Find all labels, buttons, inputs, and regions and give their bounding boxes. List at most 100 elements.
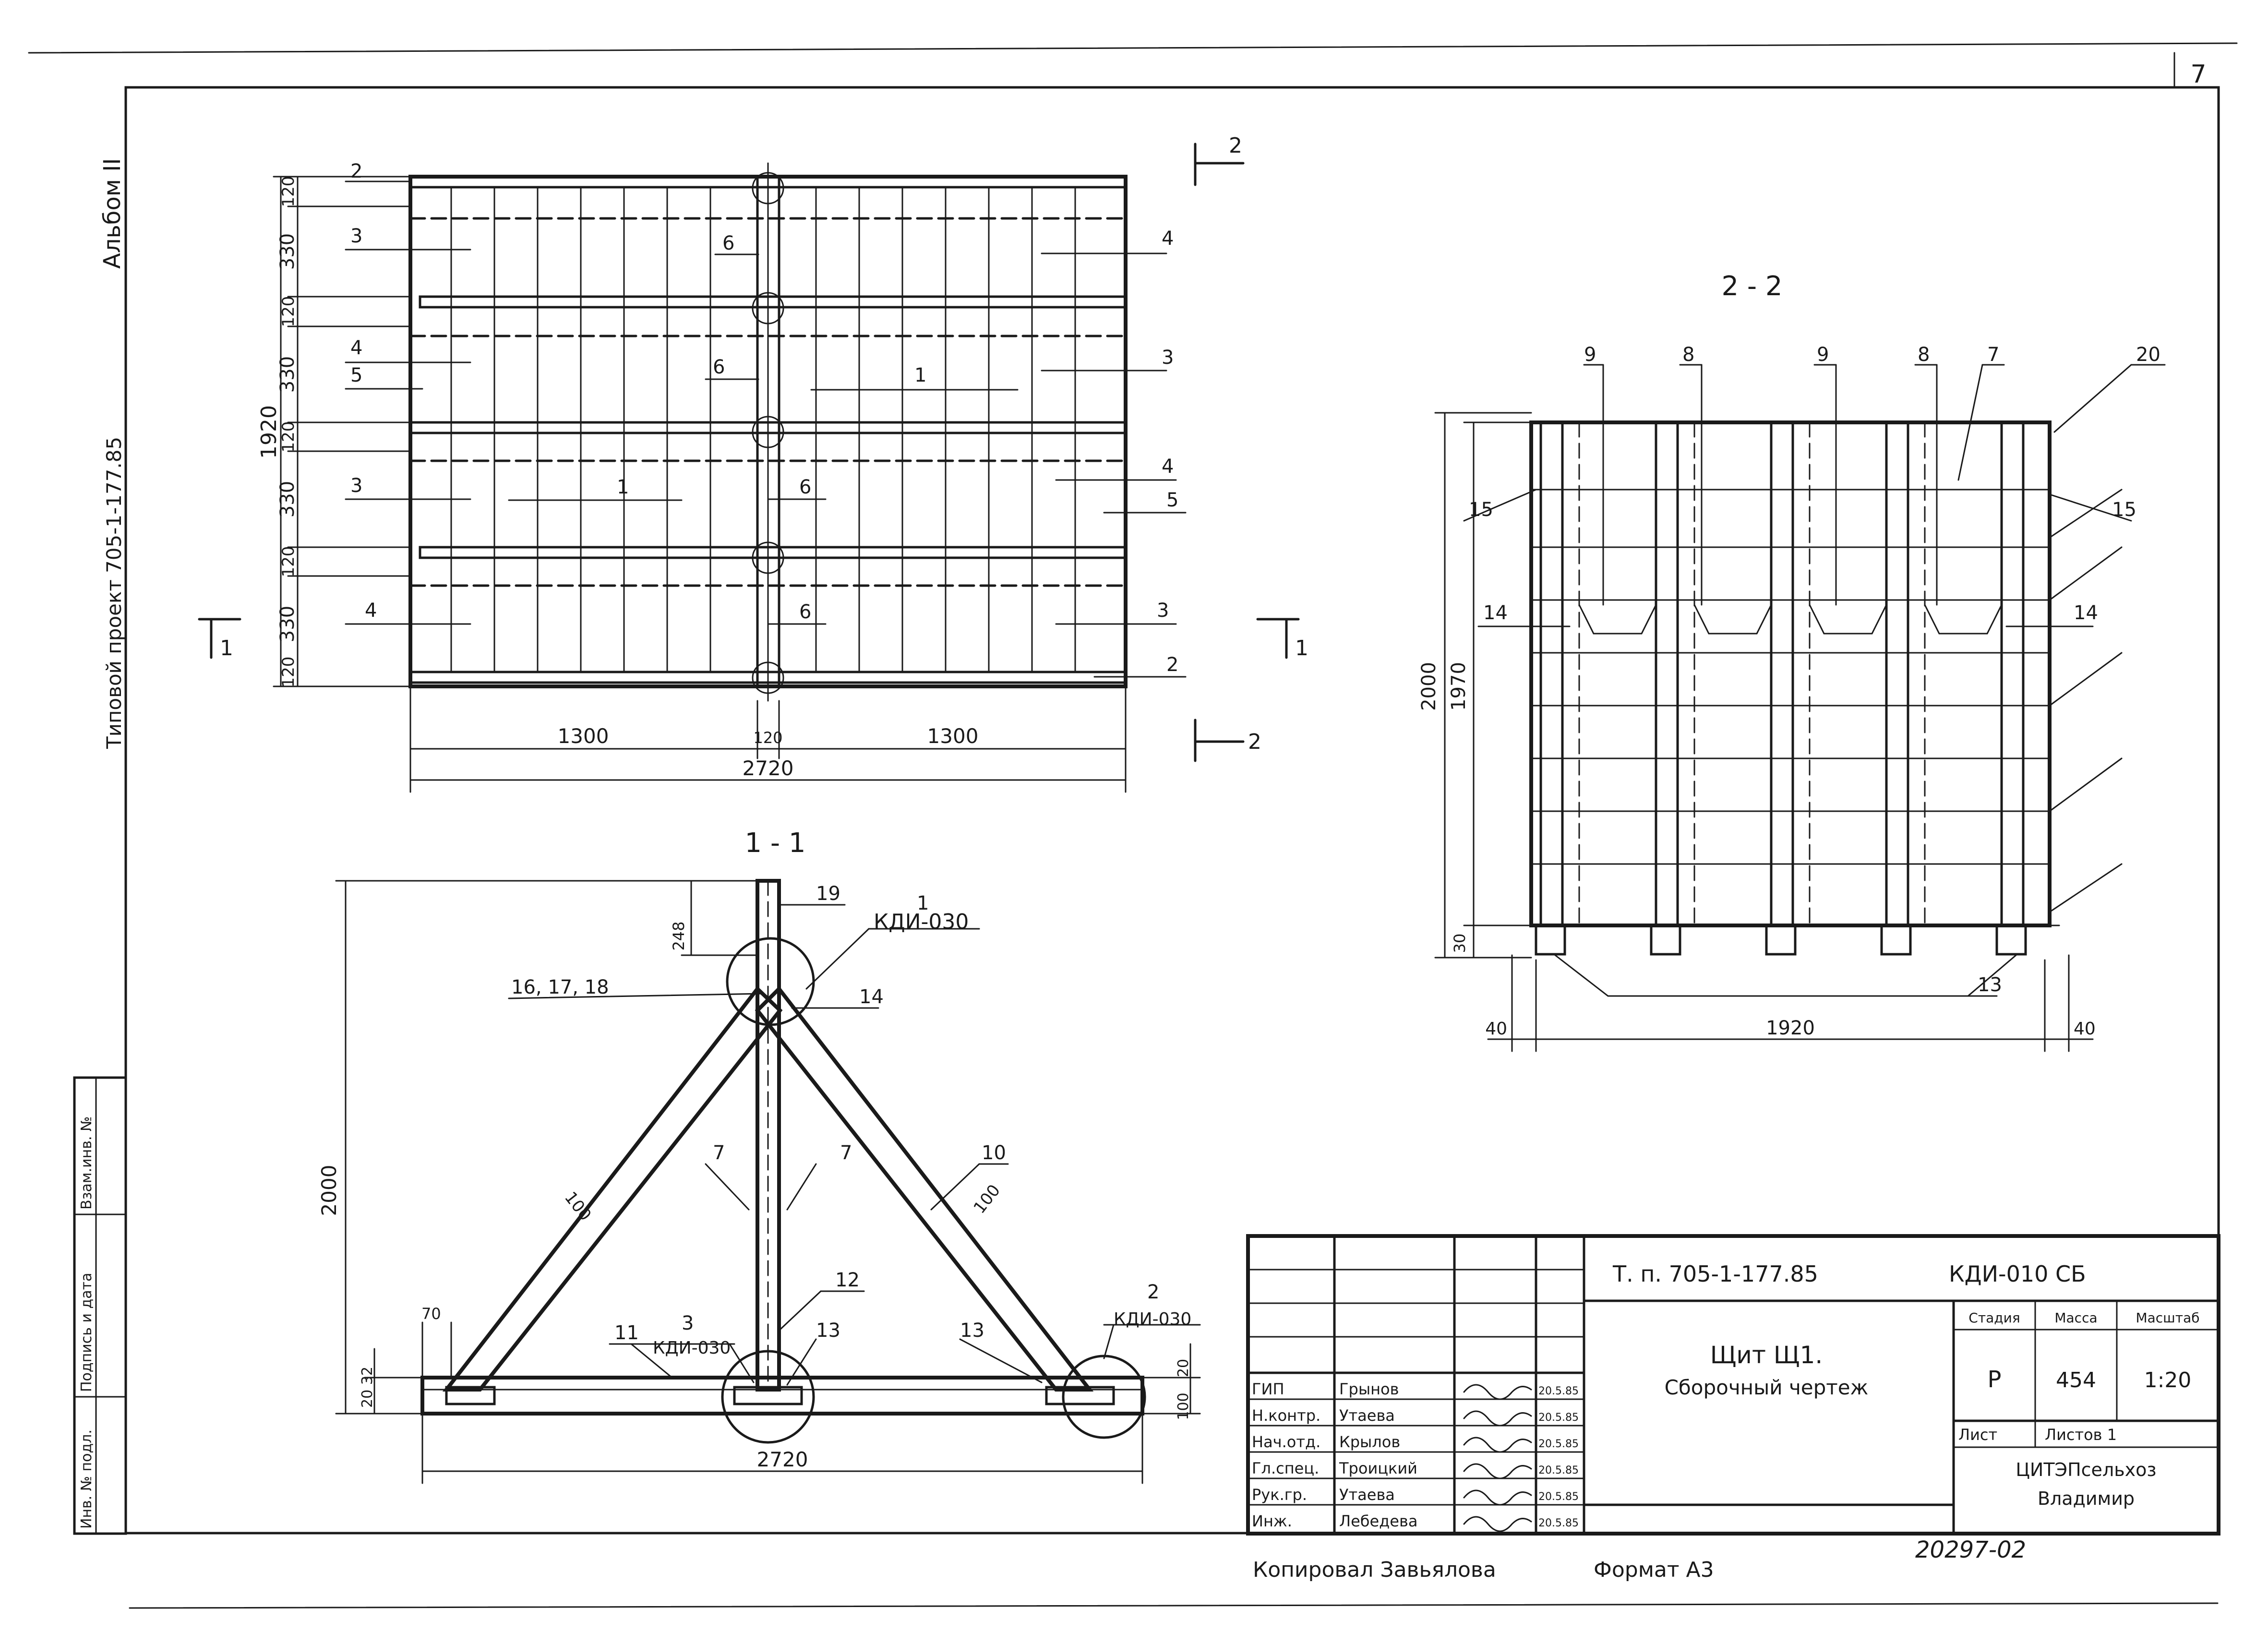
tb-h-masshtab: Масштаб [2136,1310,2199,1326]
page-number: 7 [2190,60,2206,89]
section11-callouts: 19 1 КДИ-030 16, 17, 18 14 7 7 10 12 11 … [508,883,1201,1386]
section-1-1: 1 - 1 2000 248 2720 70 [317,828,1201,1484]
svg-text:4: 4 [365,600,377,622]
plan-callouts: 2 3 4 5 3 1 4 6 6 6 6 4 3 1 4 5 3 2 [345,160,1187,678]
plan-dim-v-8: 330 [276,606,299,642]
section11-title: 1 - 1 [744,828,805,859]
svg-text:1: 1 [220,636,233,660]
tb-stadia: Р [1988,1366,2002,1393]
side-stamp-podpis: Подпись и дата [78,1273,95,1392]
svg-text:4: 4 [1162,456,1174,478]
plan-dim-v-3: 120 [279,296,298,327]
svg-text:14: 14 [2074,602,2098,624]
svg-text:Троицкий: Троицкий [1339,1459,1417,1477]
section-2-2: 2 - 2 9 [1418,271,2166,1052]
tb-signature-rows: ГИП Грынов 20.5.85 Н.контр. Утаева 20.5.… [1252,1380,1579,1530]
svg-text:Инж.: Инж. [1252,1512,1292,1530]
section11-ref3: КДИ-030 [653,1338,731,1358]
svg-text:5: 5 [350,364,362,386]
tb-org-1: ЦИТЭПсельхоз [2016,1459,2156,1480]
svg-text:11: 11 [614,1322,639,1344]
plan-center-post [752,162,784,702]
section-marker-1-right: 1 [1256,618,1308,660]
svg-text:Нач.отд.: Нач.отд. [1252,1433,1320,1451]
footer-format: Формат А3 [1594,1558,1714,1582]
svg-text:9: 9 [1817,344,1829,366]
svg-text:20.5.85: 20.5.85 [1538,1438,1579,1450]
detail-circle-3 [721,1350,815,1444]
svg-text:2: 2 [1147,1281,1159,1303]
svg-text:13: 13 [816,1320,840,1342]
section11-dim-100: 100 [1175,1392,1192,1420]
svg-text:6: 6 [722,232,734,254]
footer-number: 20297-02 [1915,1536,2026,1563]
section11-brace-100a: 100 [561,1188,595,1224]
svg-text:14: 14 [859,986,884,1008]
svg-text:1: 1 [1295,636,1308,660]
plan-dim-v-9: 120 [279,657,298,688]
tb-listov: Листов 1 [2045,1426,2117,1444]
side-stamp-inv-podl: Инв. № подл. [78,1429,95,1529]
footer-copied: Копировал Завьялова [1253,1558,1496,1582]
svg-text:1: 1 [917,892,929,914]
section11-dim-248: 248 [670,921,688,950]
plan-dim-h-3: 1300 [927,724,979,748]
plan-dim-v-1: 120 [279,176,298,207]
svg-text:Грынов: Грынов [1339,1380,1399,1398]
section22-dim-1970: 1970 [1448,662,1470,711]
sheet-frame [28,42,2238,1609]
detail-circle-2 [1062,1355,1146,1439]
section-marker-1-left: 1 [198,618,241,660]
svg-text:6: 6 [799,476,811,498]
svg-text:19: 19 [816,883,840,905]
svg-text:9: 9 [1584,344,1596,366]
title-block: Т. п. 705-1-177.85 КДИ-010 СБ Щит Щ1. Сб… [1246,1234,2220,1536]
svg-text:4: 4 [350,337,362,359]
plan-dim-v-total: 1920 [257,405,281,459]
svg-text:6: 6 [799,601,811,623]
plan-dim-h-total: 2720 [743,756,794,780]
svg-text:2: 2 [350,160,362,182]
section11-dim-2000: 2000 [317,1165,341,1216]
section11-brace-100b: 100 [970,1181,1004,1217]
svg-text:15: 15 [2112,499,2136,521]
svg-text:2: 2 [1248,730,1261,754]
svg-text:20.5.85: 20.5.85 [1538,1464,1579,1476]
svg-text:7: 7 [840,1142,852,1164]
tb-org-2: Владимир [2038,1488,2135,1509]
section22-dim-40b: 40 [2074,1019,2096,1039]
tb-doc: КДИ-010 СБ [1949,1261,2086,1287]
tb-name-1: Щит Щ1. [1710,1341,1823,1369]
svg-text:20.5.85: 20.5.85 [1538,1491,1579,1503]
svg-text:Н.контр.: Н.контр. [1252,1406,1320,1425]
svg-text:Крылов: Крылов [1339,1433,1400,1451]
svg-text:3: 3 [350,225,362,247]
section11-dim-20: 20 [1175,1359,1192,1377]
svg-text:5: 5 [1166,489,1178,511]
svg-text:6: 6 [713,356,725,378]
svg-text:12: 12 [835,1269,860,1291]
svg-text:3: 3 [682,1312,694,1334]
svg-text:20: 20 [2136,344,2160,366]
svg-text:4: 4 [1162,228,1174,250]
svg-text:7: 7 [713,1142,725,1164]
tb-h-massa: Масса [2054,1310,2097,1326]
plan-view: 120 330 120 330 120 330 120 330 120 1920… [198,133,1308,793]
svg-text:Гл.спец.: Гл.спец. [1252,1459,1319,1477]
album-label: Альбом II [99,158,126,269]
svg-text:1: 1 [914,364,926,386]
tb-massa: 454 [2056,1368,2096,1392]
section22-dim-1920: 1920 [1766,1017,1815,1039]
tb-masshtab: 1:20 [2144,1368,2192,1392]
side-stamp: Инв. № подл. Подпись и дата Взам.инв. № [73,1076,127,1535]
svg-text:16, 17, 18: 16, 17, 18 [511,976,609,998]
svg-text:10: 10 [982,1142,1006,1164]
svg-text:8: 8 [1682,344,1694,366]
svg-text:Утаева: Утаева [1339,1486,1395,1504]
side-stamp-vzam: Взам.инв. № [78,1116,95,1210]
tb-signatures [1463,1384,1532,1532]
svg-text:Утаева: Утаева [1339,1406,1395,1425]
plan-dim-h-1: 1300 [558,724,609,748]
plan-dim-v-4: 330 [276,356,299,393]
